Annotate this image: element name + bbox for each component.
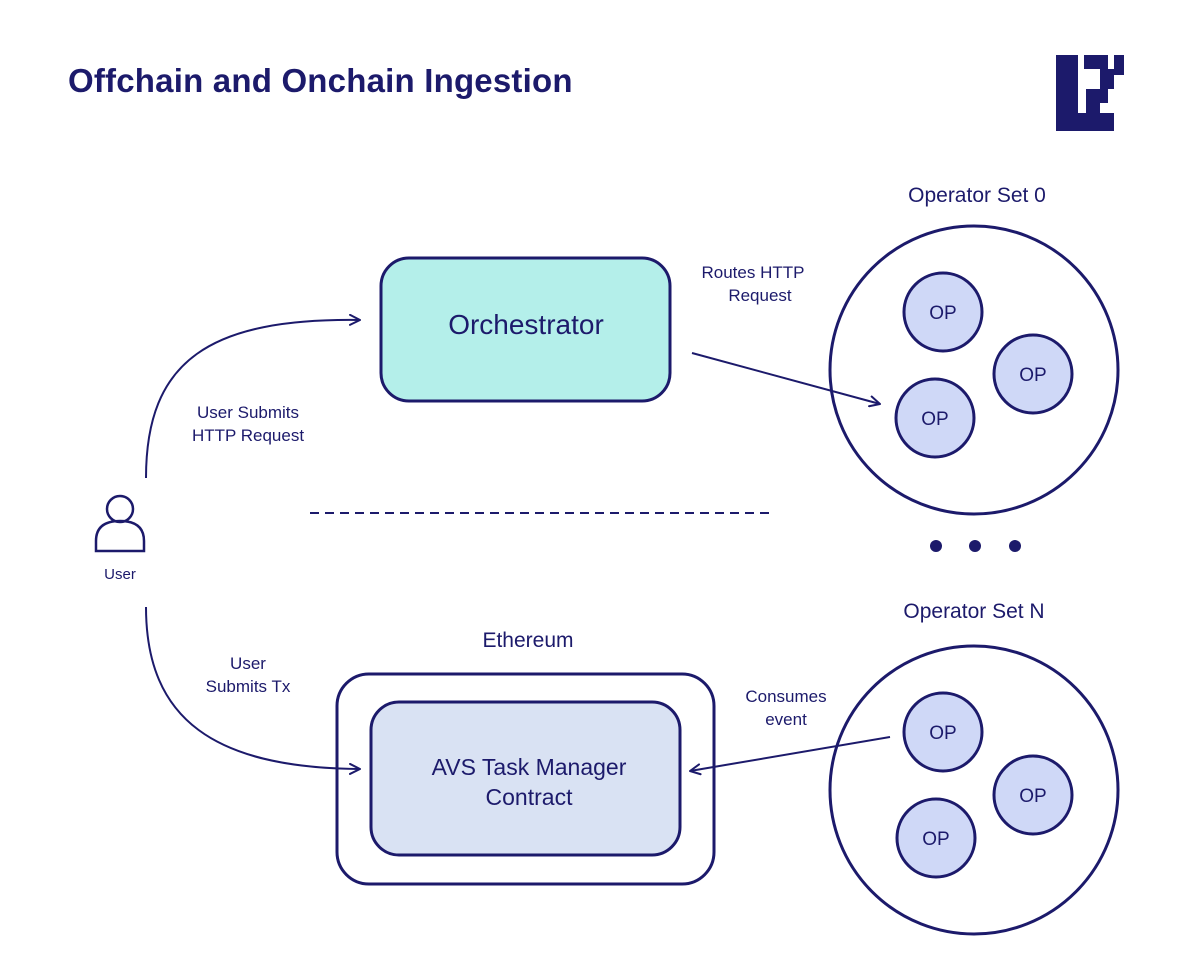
operator-node: OP [894, 377, 976, 459]
edge-label-user-tx-line1: User [230, 654, 266, 673]
contract-label-line2: Contract [486, 784, 574, 810]
page-title: Offchain and Onchain Ingestion [68, 62, 573, 99]
edge-label-routes-http-line1: Routes HTTP [702, 263, 805, 282]
operator-node: OP [992, 333, 1074, 415]
brand-logo-icon [1056, 55, 1124, 131]
operator-set-0-label: Operator Set 0 [908, 184, 1046, 207]
operator-set-0-circle [828, 224, 1120, 516]
arrow-user-to-orchestrator [145, 313, 361, 479]
arrow-user-to-contract [145, 606, 361, 775]
contract-box [369, 700, 682, 857]
user-icon [94, 494, 146, 553]
operator-node-label: OP [929, 303, 956, 324]
operator-node-label: OP [1019, 365, 1046, 386]
arrow-orchestrator-to-operators [691, 352, 881, 408]
operator-set-n-circle [828, 644, 1120, 936]
orchestrator-label: Orchestrator [448, 309, 604, 340]
contract-label-line1: AVS Task Manager [432, 754, 627, 780]
orchestrator-box [379, 256, 672, 403]
operator-node: OP [992, 754, 1074, 836]
edge-label-consumes-line1: Consumes [745, 687, 826, 706]
operator-node-label: OP [921, 409, 948, 430]
edge-label-routes-http-line2: Request [728, 286, 792, 305]
edge-label-consumes-line2: event [765, 710, 807, 729]
operator-node: OP [902, 691, 984, 773]
edge-label-user-http-line2: HTTP Request [192, 426, 304, 445]
arrow-operator-to-contract [689, 736, 891, 776]
operator-node-label: OP [1019, 786, 1046, 807]
edge-label-user-http-line1: User Submits [197, 403, 299, 422]
operator-node-label: OP [929, 723, 956, 744]
operator-node: OP [895, 797, 977, 879]
ethereum-label: Ethereum [482, 629, 573, 652]
ellipsis-icon [930, 540, 1021, 552]
operator-node-label: OP [922, 829, 949, 850]
edge-label-user-tx-line2: Submits Tx [206, 677, 291, 696]
operator-node: OP [902, 271, 984, 353]
user-label: User [104, 566, 136, 583]
operator-set-n-label: Operator Set N [903, 600, 1044, 623]
